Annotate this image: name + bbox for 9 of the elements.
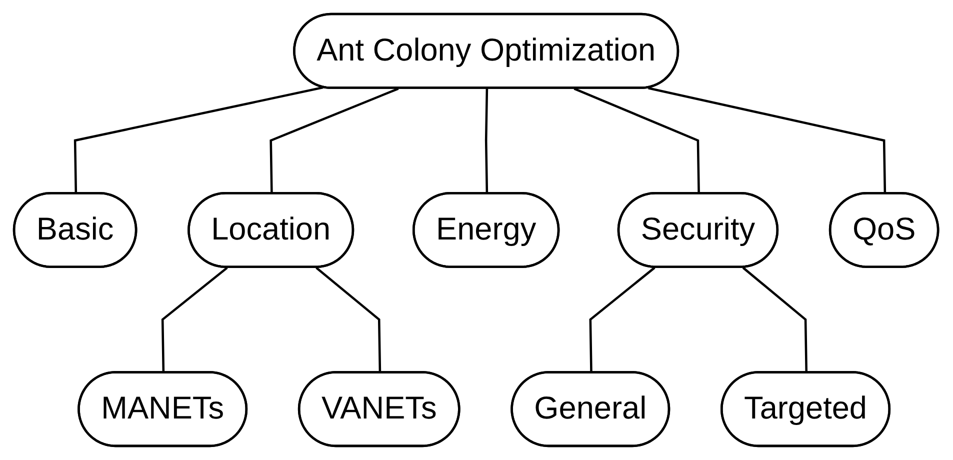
connector [742,266,808,374]
connector [574,88,700,194]
connector [648,86,887,194]
connector [316,266,382,374]
connector [74,86,324,194]
connector [162,266,228,374]
connector [270,88,400,194]
connector [485,88,489,194]
connector [590,266,656,374]
